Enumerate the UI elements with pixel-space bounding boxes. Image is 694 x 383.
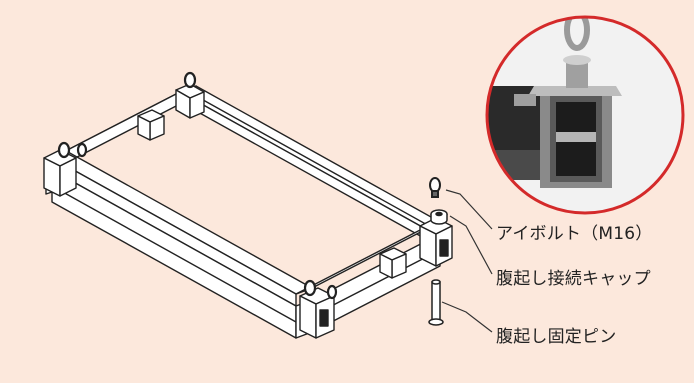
corner-box-front-right [299, 287, 335, 339]
leader-lines [441, 189, 493, 333]
splice-sleeve-right [379, 247, 407, 279]
frame-eyebolts [57, 71, 338, 300]
fixing-pin-part [428, 279, 444, 326]
front-long-beam [51, 151, 313, 339]
corner-box-back-left [175, 83, 205, 119]
callout-fixing-pin-label: 腹起し固定ピン [496, 327, 617, 347]
detail-inset [485, 15, 685, 215]
callout-eyebolt-label: アイボルト（M16） [496, 224, 653, 244]
connection-cap-part [430, 209, 448, 225]
corner-box-back-right [419, 217, 453, 267]
callout-connection-cap-label: 腹起し接続キャップ [496, 269, 651, 289]
corner-box-front-left [43, 149, 77, 197]
detail-circle-border [485, 15, 685, 215]
eyebolt-part [429, 177, 441, 198]
steel-frame [43, 71, 453, 339]
splice-sleeve-left [137, 109, 165, 141]
back-long-beam [179, 85, 441, 239]
